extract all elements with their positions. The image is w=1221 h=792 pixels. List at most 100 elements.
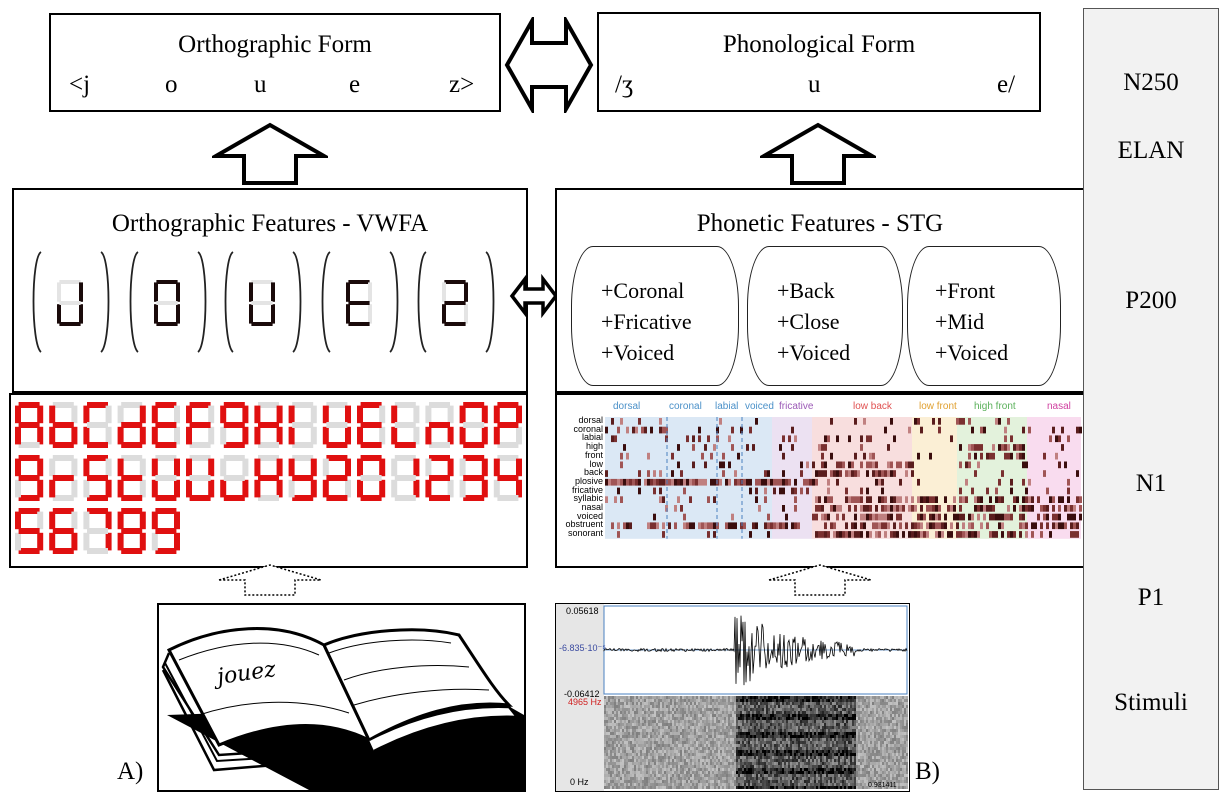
spectrogram-cell — [628, 738, 630, 741]
spectrogram-cell — [686, 747, 688, 750]
spectrogram-cell — [712, 735, 714, 738]
spectrogram-cell — [826, 765, 828, 768]
spectrogram-cell — [810, 735, 812, 738]
spectrogram-cell — [848, 768, 850, 771]
spectrogram-cell — [688, 717, 690, 720]
spectrogram-cell — [670, 759, 672, 762]
spectrogram-cell — [730, 738, 732, 741]
spectrogram-cell — [790, 780, 792, 783]
spectrogram-cell — [846, 768, 848, 771]
heatmap-cell — [848, 496, 851, 503]
feature-label: +Back — [777, 278, 835, 303]
spectrogram-cell — [700, 747, 702, 750]
spectrogram-cell — [662, 735, 664, 738]
spectrogram-cell — [782, 750, 784, 753]
segment — [52, 422, 74, 428]
heatmap-cell — [1016, 496, 1019, 503]
segment — [15, 532, 21, 551]
heatmap-cell — [881, 478, 884, 486]
heatmap-cell — [728, 461, 731, 469]
spectrogram-cell — [850, 774, 852, 777]
spectrogram-cell — [746, 786, 748, 789]
spectrogram-cell — [726, 744, 728, 747]
spectrogram-cell — [738, 717, 740, 720]
heatmap-cell — [848, 461, 851, 469]
segment — [139, 426, 146, 445]
spectrogram-cell — [634, 768, 636, 771]
spectrogram-cell — [670, 771, 672, 774]
spectrogram-cell — [768, 762, 770, 765]
spectrogram-cell — [746, 753, 748, 756]
spectrogram-cell — [754, 741, 756, 744]
spectrogram-cell — [756, 771, 758, 774]
spectrogram-cell — [632, 699, 634, 702]
spectrogram-cell — [676, 753, 678, 756]
spectrogram-cell — [800, 744, 802, 747]
heatmap-cell — [848, 531, 851, 538]
spectrogram-cell — [812, 717, 814, 720]
spectrogram-cell — [726, 786, 728, 789]
segment — [391, 479, 398, 498]
spectrogram-cell — [836, 696, 838, 699]
spectrogram-cell — [724, 786, 726, 789]
orthographic-letter: z> — [449, 71, 475, 98]
spectrogram-cell — [842, 744, 844, 747]
spectrogram-cell — [730, 729, 732, 732]
heatmap-cell — [1055, 522, 1058, 530]
spectrogram-cell — [738, 759, 740, 762]
spectrogram-cell — [736, 753, 738, 756]
spectrogram-cell — [784, 699, 786, 702]
spectrogram-cell — [656, 765, 658, 768]
spectrogram-cell — [740, 741, 742, 744]
spectrogram-cell — [744, 783, 746, 786]
segment — [481, 426, 488, 445]
spectrogram-cell — [656, 741, 658, 744]
spectrogram-cell — [604, 708, 606, 711]
spectrogram-cell — [706, 750, 708, 753]
spectrogram-cell — [610, 720, 612, 723]
heatmap-cell — [836, 435, 839, 443]
heatmap-cell — [938, 531, 941, 538]
spectrogram-cell — [612, 735, 614, 738]
spectrogram-cell — [620, 744, 622, 747]
heatmap-cell — [965, 496, 968, 503]
spectrogram-cell — [642, 753, 644, 756]
spectrogram-cell — [738, 747, 740, 750]
spectrogram-cell — [672, 783, 674, 786]
heatmap-cell — [677, 461, 680, 469]
spectrogram-cell — [670, 783, 672, 786]
spectrogram-cell — [764, 780, 766, 783]
spectrogram-cell — [734, 708, 736, 711]
spectrogram-cell — [794, 747, 796, 750]
spectrogram-cell — [644, 705, 646, 708]
heatmap-cell — [905, 496, 908, 503]
spectrogram-cell — [708, 783, 710, 786]
heatmap-cell — [890, 496, 893, 503]
spectrogram-cell — [706, 786, 708, 789]
spectrogram-cell — [768, 744, 770, 747]
spectrogram-cell — [744, 720, 746, 723]
spectrogram-cell — [682, 711, 684, 714]
heatmap-cell — [827, 478, 830, 486]
segment — [220, 479, 227, 498]
segment — [186, 458, 192, 477]
spectrogram-cell — [832, 786, 834, 789]
spectrogram-cell — [730, 783, 732, 786]
spectrogram-cell — [690, 753, 692, 756]
spectrogram-cell — [800, 741, 802, 744]
spectrogram-cell — [658, 780, 660, 783]
spectrogram-cell — [658, 735, 660, 738]
spectrogram-cell — [850, 723, 852, 726]
spectrogram-cell — [708, 744, 710, 747]
spectrogram-cell — [844, 783, 846, 786]
spectrogram-cell — [650, 702, 652, 705]
spectrogram-cell — [654, 699, 656, 702]
segment — [322, 426, 329, 445]
spectrogram-cell — [732, 774, 734, 777]
spectrogram-cell — [642, 738, 644, 741]
spectrogram-cell — [848, 744, 850, 747]
segment — [156, 280, 178, 284]
spectrogram-cell — [756, 753, 758, 756]
spectrogram-cell — [776, 699, 778, 702]
spectrogram-cell — [658, 762, 660, 765]
